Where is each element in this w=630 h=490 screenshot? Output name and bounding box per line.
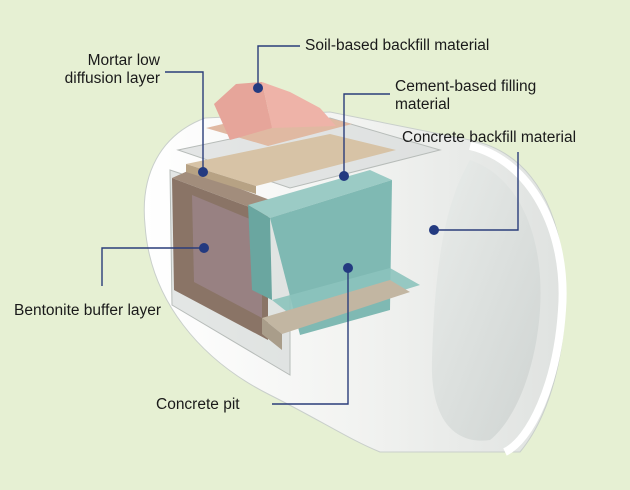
dot-bentonite	[199, 243, 209, 253]
label-mortar-line2: diffusion layer	[64, 70, 160, 87]
leader-bentonite	[101, 247, 204, 286]
label-soil-backfill: Soil-based backfill material	[305, 37, 490, 54]
tunnel-rim	[469, 142, 567, 456]
leader-concrete-backfill	[434, 152, 519, 231]
label-concrete-backfill: Concrete backfill material	[402, 129, 577, 146]
soil-backfill-mound-right	[262, 82, 336, 128]
dot-pit	[343, 263, 353, 273]
label-bentonite: Bentonite buffer layer	[14, 302, 162, 319]
leader-cement	[343, 93, 390, 176]
concrete-pit-base	[262, 280, 410, 334]
label-cement-line2: material	[395, 96, 451, 113]
leader-dots	[198, 83, 439, 273]
bentonite-inner-face	[192, 195, 262, 318]
label-cement-line1: Cement-based filling	[395, 78, 537, 95]
label-concrete-pit: Concrete pit	[156, 396, 240, 413]
leader-lines	[101, 45, 519, 405]
dot-concrete-backfill	[429, 225, 439, 235]
label-mortar-line1: Mortar low	[87, 52, 160, 69]
label-cement-filling: Cement-based filling material	[395, 78, 536, 114]
leader-mortar	[165, 71, 204, 172]
concrete-pit-base-front	[262, 318, 282, 350]
bentonite-block-front	[172, 178, 268, 340]
leader-pit	[272, 268, 349, 405]
cement-filling-top	[248, 170, 392, 218]
soil-backfill-mound-left	[214, 82, 272, 140]
label-mortar-layer: Mortar low diffusion layer	[42, 52, 160, 88]
dot-soil	[253, 83, 263, 93]
dot-mortar	[198, 167, 208, 177]
leader-soil	[257, 45, 300, 88]
cement-filling-side	[248, 205, 272, 300]
dot-cement	[339, 171, 349, 181]
